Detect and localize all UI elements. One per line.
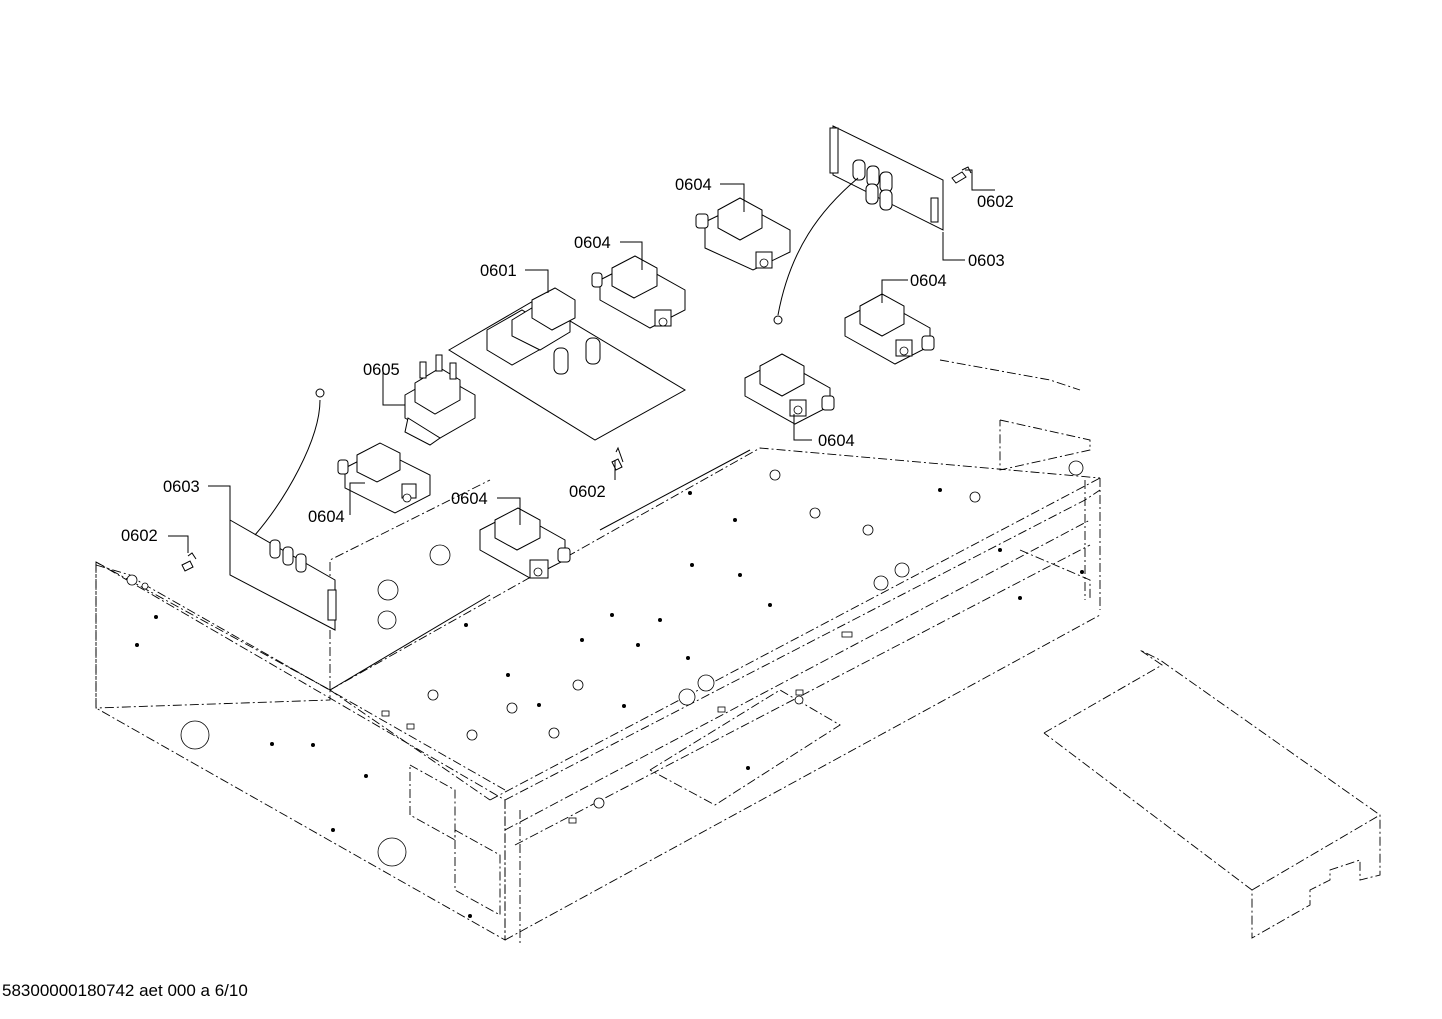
bottom-cover-plate (1043, 649, 1381, 939)
ignition-module-e (844, 293, 935, 365)
callout-0604-b: 0604 (451, 490, 488, 508)
callout-0605: 0605 (363, 361, 400, 379)
callout-0602-a: 0602 (121, 527, 158, 545)
callout-0602-b: 0602 (569, 483, 606, 501)
transformer (404, 354, 476, 446)
callout-0603-b: 0603 (163, 478, 200, 496)
clip-a (181, 552, 197, 572)
pcb-lower-left (229, 388, 337, 631)
ignition-module-a (337, 442, 431, 514)
main-control-board (448, 287, 686, 441)
ignition-module-f (744, 353, 835, 425)
leader-lines (168, 169, 995, 553)
deck-holes (126, 460, 1084, 918)
pcb-upper-right (773, 125, 944, 325)
callout-0604-a: 0604 (308, 508, 345, 526)
ignition-module-c (591, 255, 686, 329)
callout-0604-f: 0604 (818, 432, 855, 450)
callout-0604-d: 0604 (675, 176, 712, 194)
callout-0601: 0601 (480, 262, 517, 280)
clip-c (951, 166, 972, 184)
document-id: 58300000180742 aet 000 a 6/10 (2, 981, 248, 1000)
callout-0602-c: 0602 (977, 193, 1014, 211)
clip-b (611, 446, 624, 471)
deck-cutout (329, 449, 841, 806)
ignition-module-b (479, 507, 571, 579)
callout-labels: 0601 0604 0604 0602 0603 0604 0605 0604 … (121, 176, 1014, 545)
ignition-module-d (695, 197, 791, 271)
callout-0604-e: 0604 (910, 272, 947, 290)
callout-0603-a: 0603 (968, 252, 1005, 270)
callout-0604-c: 0604 (574, 234, 611, 252)
chassis-frame (95, 359, 1101, 945)
